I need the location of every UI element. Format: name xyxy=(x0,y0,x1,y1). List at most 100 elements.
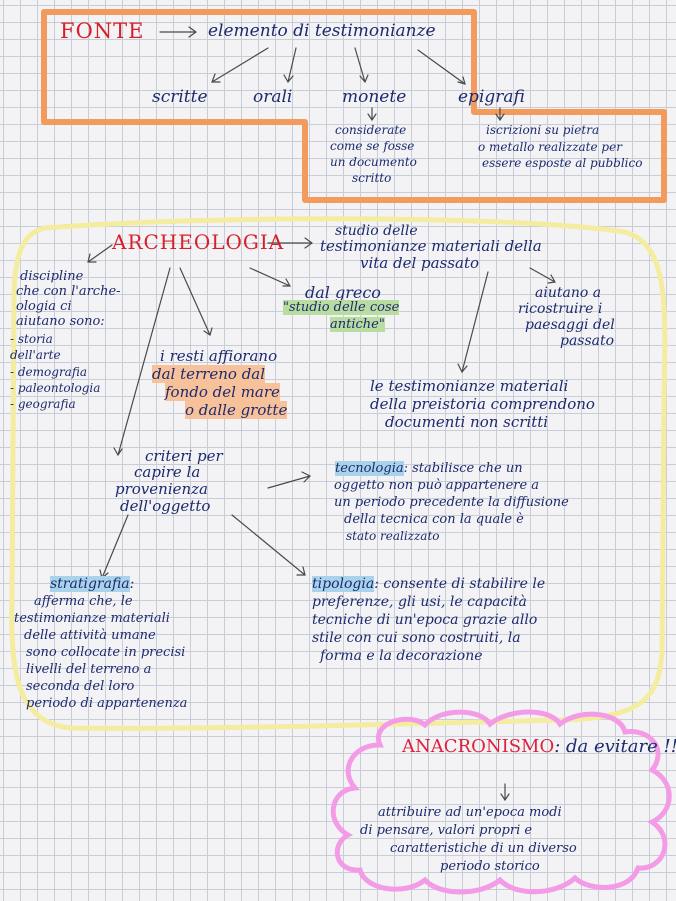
arrow-fonte-definition xyxy=(159,26,198,38)
arrow-to-discipline xyxy=(87,244,113,263)
arrow-archeo-definition xyxy=(267,237,314,249)
discipline-line: - storia xyxy=(10,332,53,346)
archeologia-title: ARCHEOLOGIA xyxy=(112,230,285,254)
criteri-line: capire la xyxy=(134,463,201,481)
tecnologia-line: un periodo precedente la diffusione xyxy=(334,495,569,510)
greek-meaning-line-1: "studio delle cose xyxy=(283,300,400,315)
anacronismo-heading: ANACRONISMO: da evitare !!! xyxy=(402,737,676,756)
tipologia-line: tipologia: consente di stabilire le xyxy=(312,576,546,592)
anacronismo-subtitle: : da evitare !!! xyxy=(554,736,676,757)
greek-meaning-line: antiche" xyxy=(330,317,385,332)
resti-highlight-3: o dalle grotte xyxy=(185,401,288,419)
tecnologia-line: della tecnica con la quale è xyxy=(344,512,524,527)
anacronismo-line: caratteristiche di un diverso xyxy=(390,841,577,856)
discipline-line: dell'arte xyxy=(10,348,61,362)
discipline-line: - paleontologia xyxy=(10,381,101,395)
stratigrafia-line: afferma che, le xyxy=(34,594,133,609)
criteri-line: criteri per xyxy=(145,447,223,465)
fonte-type-orali: orali xyxy=(253,87,293,107)
arrow-to-tecnologia xyxy=(267,471,312,489)
stratigrafia-line: livelli del terreno a xyxy=(26,662,152,677)
archeologia-border xyxy=(9,216,668,731)
monete-note-line: un documento xyxy=(330,155,417,169)
arrow-epigrafi-note xyxy=(495,107,505,122)
anacronismo-cloud xyxy=(330,709,672,895)
archeo-definition-line: studio delle xyxy=(335,223,418,239)
arrow-monete-note xyxy=(367,107,377,122)
resti-highlight-1: dal terreno dal xyxy=(152,365,266,383)
resti-line: fondo del mare xyxy=(165,383,280,401)
testimonianze-line: documenti non scritti xyxy=(385,413,549,431)
arrow-to-greco xyxy=(249,267,292,287)
tecnologia-line: tecnologia: stabilisce che un xyxy=(335,461,523,476)
anacronismo-line: periodo storico xyxy=(440,859,540,874)
tipologia-text: : consente di stabilire le xyxy=(374,576,546,592)
resti-highlight-2: fondo del mare xyxy=(165,383,280,401)
tecnologia-label: tecnologia xyxy=(335,461,404,476)
stratigrafia-line: periodo di appartenenza xyxy=(26,696,188,711)
anacronismo-line: di pensare, valori propri e xyxy=(360,823,533,838)
aiutano-line: aiutano a xyxy=(535,285,602,301)
testimonianze-line: della preistoria comprendono xyxy=(370,395,595,413)
epigrafi-note-line: o metallo realizzate per xyxy=(478,140,622,154)
arrow-to-tipologia xyxy=(231,514,306,576)
arrow-to-criteri xyxy=(113,267,171,457)
stratigrafia-line: delle attività umane xyxy=(24,628,156,643)
arrow-to-monete xyxy=(354,47,369,84)
criteri-line: dell'oggetto xyxy=(120,497,211,515)
tipologia-label: tipologia xyxy=(312,576,375,592)
anacronismo-line: attribuire ad un'epoca modi xyxy=(378,805,562,820)
arrow-to-epigrafi xyxy=(417,49,466,85)
discipline-line: aiutano sono: xyxy=(16,314,105,329)
aiutano-line: paesaggi del xyxy=(525,317,615,333)
discipline-line: ologia ci xyxy=(16,299,72,314)
archeo-definition-line: testimonianze materiali della xyxy=(320,237,542,255)
monete-note-line: scritto xyxy=(352,171,392,185)
tipologia-line: stile con cui sono costruiti, la xyxy=(312,630,521,646)
arrow-to-orali xyxy=(283,47,297,84)
fonte-type-epigrafi: epigrafi xyxy=(458,87,525,107)
discipline-line: discipline xyxy=(20,269,84,284)
arrow-to-testimonianze xyxy=(457,271,489,374)
arrow-to-stratigrafia xyxy=(99,514,129,580)
discipline-line: - demografia xyxy=(10,365,87,379)
fonte-border xyxy=(41,9,667,203)
dal-greco: dal greco xyxy=(305,283,381,302)
aiutano-line: ricostruire i xyxy=(518,301,603,317)
arrow-anacronismo xyxy=(500,783,510,802)
tecnologia-text: : stabilisce che un xyxy=(403,461,523,476)
epigrafi-note-line: iscrizioni su pietra xyxy=(486,123,600,137)
monete-note-line: considerate xyxy=(335,123,407,137)
discipline-line: che con l'arche- xyxy=(16,284,121,299)
monete-note-line: come se fosse xyxy=(330,139,415,153)
arrow-to-resti xyxy=(179,267,213,336)
tecnologia-line: oggetto non può appartenere a xyxy=(334,478,540,493)
stratigrafia-line: testimonianze materiali xyxy=(14,611,170,626)
arrow-to-scritte xyxy=(211,47,269,83)
greek-meaning-line-2: antiche" xyxy=(330,317,385,332)
stratigrafia-line: sono collocate in precisi xyxy=(26,645,186,660)
anacronismo-title: ANACRONISMO xyxy=(402,736,555,757)
tipologia-line: preferenze, gli usi, le capacità xyxy=(312,594,527,610)
aiutano-line: passato xyxy=(560,333,615,349)
resti-line: dal terreno dal xyxy=(152,365,266,383)
fonte-type-scritte: scritte xyxy=(152,87,208,107)
resti-line: o dalle grotte xyxy=(185,401,288,419)
greek-meaning-line: "studio delle cose xyxy=(283,300,400,315)
criteri-line: provenienza xyxy=(115,480,208,498)
fonte-definition: elemento di testimonianze xyxy=(208,21,436,41)
tecnologia-line: stato realizzato xyxy=(346,529,440,543)
fonte-title: FONTE xyxy=(60,19,145,43)
stratigrafia-line: stratigrafia: xyxy=(50,576,135,592)
resti-line: i resti affiorano xyxy=(160,347,278,365)
discipline-line: - geografia xyxy=(10,397,76,411)
stratigrafia-colon: : xyxy=(129,576,135,592)
epigrafi-note-line: essere esposte al pubblico xyxy=(482,156,643,170)
testimonianze-line: le testimonianze materiali xyxy=(370,377,569,395)
arrow-to-aiutano xyxy=(529,267,556,284)
fonte-type-monete: monete xyxy=(342,87,407,107)
tipologia-line: tecniche di un'epoca grazie allo xyxy=(312,612,538,628)
tipologia-line: forma e la decorazione xyxy=(320,648,483,664)
